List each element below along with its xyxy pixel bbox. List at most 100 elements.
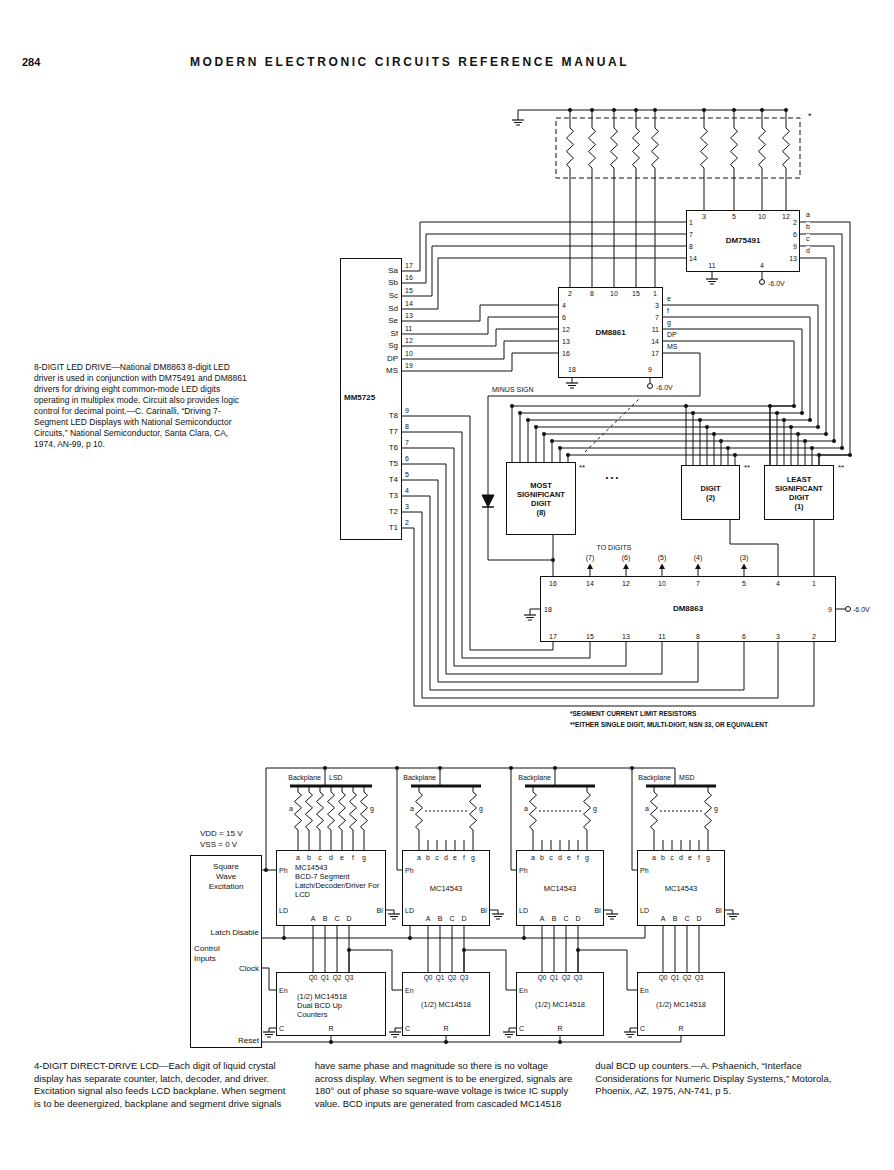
circuit-label: 4 (776, 579, 780, 588)
chip-name: DM8861 (595, 328, 625, 338)
wire (419, 786, 420, 792)
circuit-label: Q3 (345, 974, 354, 982)
junction-dot (395, 766, 399, 770)
circuit-label: 18 (544, 605, 552, 614)
wire (342, 786, 343, 792)
circuit-label: 18 (568, 365, 576, 374)
circuit-label: 16 (405, 273, 413, 282)
wire (440, 768, 441, 786)
circuit-label: A (540, 914, 545, 923)
circuit-label: Q0 (538, 974, 547, 982)
circuit-label: -6.0V (853, 605, 870, 614)
wire (690, 840, 691, 850)
wire (536, 427, 818, 428)
connector (553, 535, 554, 576)
connector (402, 222, 686, 271)
circuit-label: 4 (405, 486, 409, 495)
wire (298, 830, 299, 850)
wire (812, 448, 813, 465)
ground-symbol (606, 913, 618, 914)
circuit-label: VDD = 15 V (200, 829, 242, 839)
circuit-label: TO DIGITS (597, 543, 632, 552)
wire (555, 768, 556, 786)
ground-symbol (731, 919, 735, 920)
circuit-label: Q3 (460, 974, 469, 982)
circuit-label: T2 (389, 507, 398, 517)
circuit-label: e (667, 294, 671, 303)
circuit-label: 10 (405, 349, 413, 358)
circuit-label: g (585, 853, 589, 862)
circuit-label: Q2 (448, 974, 457, 982)
chip-name: Control Inputs (194, 944, 230, 964)
wire (512, 406, 513, 462)
wire (614, 168, 615, 287)
wire (284, 938, 645, 939)
wire (675, 926, 676, 972)
ground-symbol (608, 916, 616, 917)
page-title: MODERN ELECTRONIC CIRCUITS REFERENCE MAN… (190, 55, 629, 70)
wire (542, 840, 543, 850)
wire (704, 168, 705, 210)
chip-name: (1/2) MC14518 (421, 1000, 471, 1009)
circuit-label: 4 (760, 261, 764, 270)
wire (762, 272, 763, 280)
wire (560, 448, 561, 462)
circuit-label: d (329, 853, 333, 862)
circuit-label: a (289, 804, 293, 813)
wire (402, 341, 558, 359)
chip-name: Reset (193, 1036, 259, 1046)
dashed-continuation (539, 811, 581, 812)
ground-symbol (626, 1034, 634, 1035)
wire (681, 840, 682, 850)
chip-name: Clock (193, 964, 259, 974)
chip-name: Square Wave Excitation (203, 862, 249, 892)
circuit-label: • • • (606, 473, 619, 483)
circuit-label: VSS = 0 V (200, 840, 237, 850)
circuit-label: Sa (388, 266, 398, 276)
circuit-label: C (334, 914, 339, 923)
circuit-label: Sb (388, 278, 398, 288)
wire (533, 830, 534, 850)
chip-name: LEAST SIGNIFICANT DIGIT (767, 475, 831, 502)
circuit-label: 14 (651, 337, 659, 346)
ground-symbol (514, 122, 522, 123)
ground-symbol (524, 614, 536, 615)
wire (446, 840, 447, 850)
wire (707, 427, 708, 465)
circuit-label: C (519, 1024, 524, 1033)
circuit-label: 9 (648, 365, 652, 374)
circuit-label: Q1 (550, 974, 559, 982)
chip-name: MM5725 (344, 393, 382, 403)
circuit-label: c (670, 853, 674, 862)
wire (544, 434, 545, 462)
circuit-label: ** (838, 463, 844, 473)
circuit-label: A (426, 914, 431, 923)
circuit-label: C (449, 914, 454, 923)
ground-symbol (507, 1037, 511, 1038)
wire (800, 246, 834, 441)
circuit-label: D (346, 914, 351, 923)
arrow-head (587, 564, 593, 570)
circuit-label: Q1 (436, 974, 445, 982)
supply-terminal (648, 384, 653, 389)
arrow-line (590, 568, 591, 576)
chip-name: MC14543 (295, 863, 383, 872)
wire (786, 110, 787, 128)
circuit-label: MSD (679, 773, 695, 782)
wire (552, 441, 553, 462)
circuit-label: f (667, 306, 669, 315)
circuit-label: T1 (389, 523, 398, 533)
circuit-label: 19 (405, 361, 413, 370)
connector (262, 926, 284, 938)
wire (714, 434, 715, 465)
junction-dot (803, 439, 807, 443)
circuit-label: 13 (562, 337, 570, 346)
wire (298, 786, 299, 792)
wire (645, 926, 646, 938)
circuit-label: MS (667, 342, 678, 351)
wire (342, 830, 343, 850)
wire (663, 840, 664, 850)
wire (473, 830, 474, 850)
wire (337, 926, 338, 972)
wire (704, 110, 705, 128)
